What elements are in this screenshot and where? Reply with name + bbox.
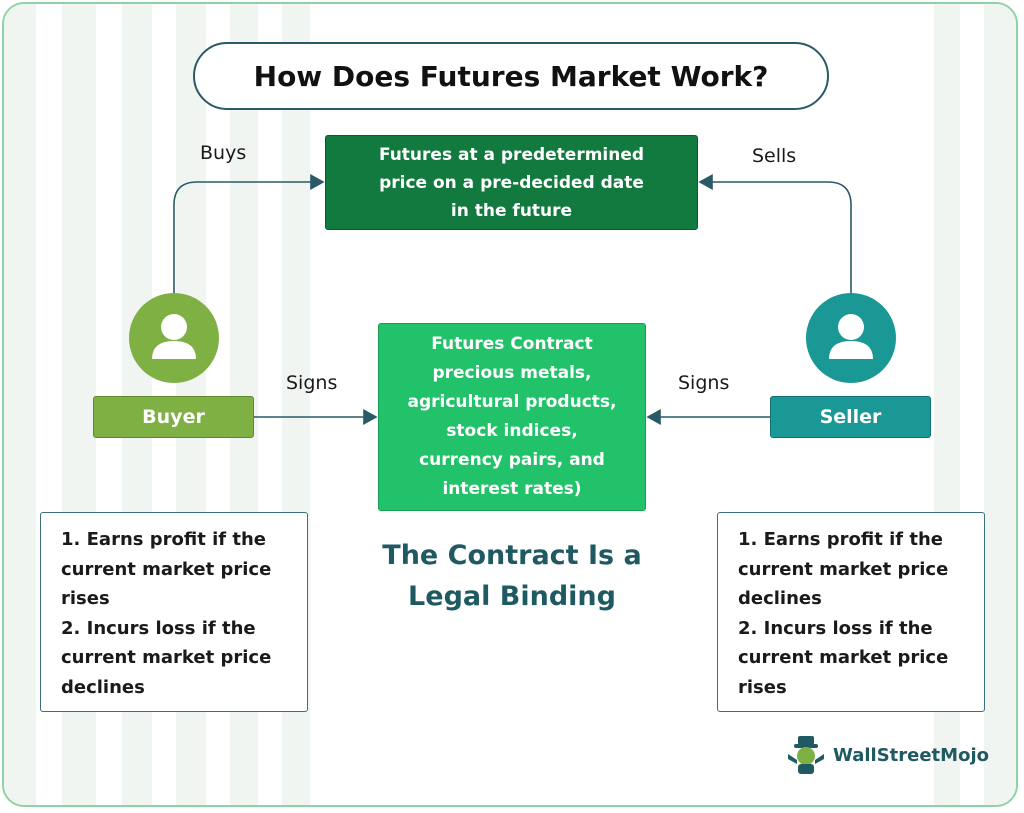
buyer-outcomes-box: 1. Earns profit if the current market pr… [40, 512, 308, 712]
futures-terms-box: Futures at a predetermined price on a pr… [325, 135, 698, 230]
buyer-outcome-line: current market price [61, 647, 272, 668]
brand-logo: WallStreetMojo [785, 733, 989, 777]
futures-contract-line: precious metals, [432, 363, 592, 383]
seller-outcome-line: 1. Earns profit if the [738, 529, 943, 550]
seller-avatar [806, 293, 896, 383]
brand-name: WallStreetMojo [833, 744, 989, 766]
futures-contract-line: agricultural products, [407, 392, 617, 412]
futures-contract-line: interest rates) [442, 479, 582, 499]
buyer-outcome-line: 2. Incurs loss if the [61, 617, 256, 639]
seller-outcome-line: declines [738, 588, 822, 609]
seller-outcome-line: current market price [738, 647, 949, 668]
buyer-outcome-line: declines [61, 676, 145, 698]
seller-outcome-line: current market price [738, 558, 949, 580]
futures-terms-line: Futures at a predetermined [378, 144, 645, 165]
sells-arrow [698, 174, 852, 300]
buyer-label-box: Buyer [93, 396, 254, 438]
seller-outcomes-box: 1. Earns profit if the current market pr… [717, 512, 985, 712]
legal-binding-line: Legal Binding [408, 581, 616, 612]
sells-label: Sells [752, 145, 797, 167]
seller-outcome-line: rises [738, 676, 787, 698]
diagram-title: How Does Futures Market Work? [193, 42, 829, 110]
futures-terms-line: in the future [450, 200, 573, 221]
background-stripe [4, 4, 36, 805]
futures-contract-line: stock indices, [446, 421, 578, 441]
legal-binding-line: The Contract Is a [382, 540, 642, 571]
buys-label: Buys [200, 142, 247, 164]
seller-outcome-line: 2. Incurs loss if the [738, 617, 933, 639]
buyer-outcome-line: current market price [61, 558, 272, 580]
user-icon [829, 314, 873, 359]
futures-terms-line: price on a pre-decided date [379, 172, 644, 193]
seller-label-box: Seller [770, 396, 931, 438]
futures-contract-line: Futures Contract [431, 334, 593, 354]
legal-binding-text: The Contract Is a Legal Binding [370, 535, 654, 617]
seller-signs-label: Signs [678, 372, 730, 394]
buyer-avatar [129, 293, 219, 383]
buyer-outcome-line: 1. Earns profit if the [61, 529, 266, 550]
background-stripe [984, 4, 1016, 805]
buys-arrow [173, 174, 325, 300]
futures-contract-box: Futures Contract precious metals, agricu… [378, 323, 646, 511]
buyer-signs-label: Signs [286, 372, 338, 394]
buyer-outcome-line: rises [61, 588, 110, 609]
user-icon [152, 314, 196, 359]
futures-contract-line: currency pairs, and [419, 450, 605, 470]
mascot-logo-icon [788, 736, 824, 774]
